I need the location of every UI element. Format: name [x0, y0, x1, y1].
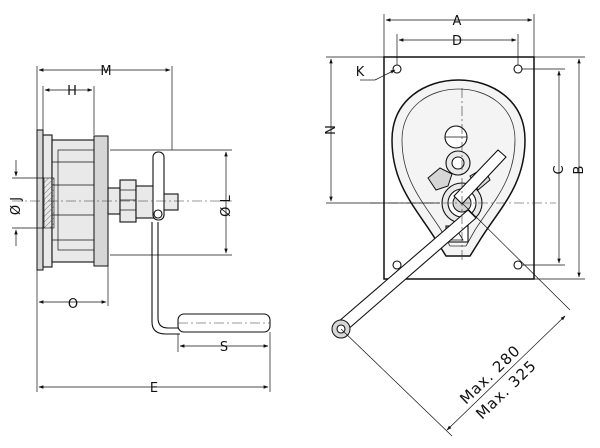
dim-label-m: M — [100, 64, 111, 79]
side-crank-arm — [157, 222, 180, 329]
dim-label-k: K — [356, 65, 365, 80]
mounting-hole-top-right — [513, 64, 523, 74]
dim-label-b: B — [572, 166, 587, 175]
dim-label-o: O — [68, 297, 78, 312]
mounting-hole-bottom-right — [513, 260, 523, 270]
dim-label-a: A — [453, 14, 462, 29]
front-pawl — [427, 167, 453, 191]
front-ratchet-lever — [453, 149, 507, 205]
side-pawl-lever — [152, 151, 165, 221]
dim-label-c: C — [552, 165, 567, 174]
mounting-hole-bottom-left — [392, 260, 402, 270]
dim-label-s: S — [220, 340, 228, 355]
dim-label-d: D — [452, 34, 462, 49]
dim-label-phi-j: Ø J — [9, 197, 24, 215]
side-dimensions: M H Ø J Ø L O S E — [9, 64, 271, 396]
front-view — [331, 56, 571, 437]
mounting-hole-top-left — [392, 64, 402, 74]
dim-label-e: E — [150, 381, 158, 396]
side-mounting-plate — [36, 129, 44, 271]
side-view — [12, 129, 271, 335]
dim-label-n: N — [324, 125, 339, 135]
dim-label-h: H — [67, 84, 77, 99]
dim-label-phi-l: Ø L — [219, 194, 234, 216]
